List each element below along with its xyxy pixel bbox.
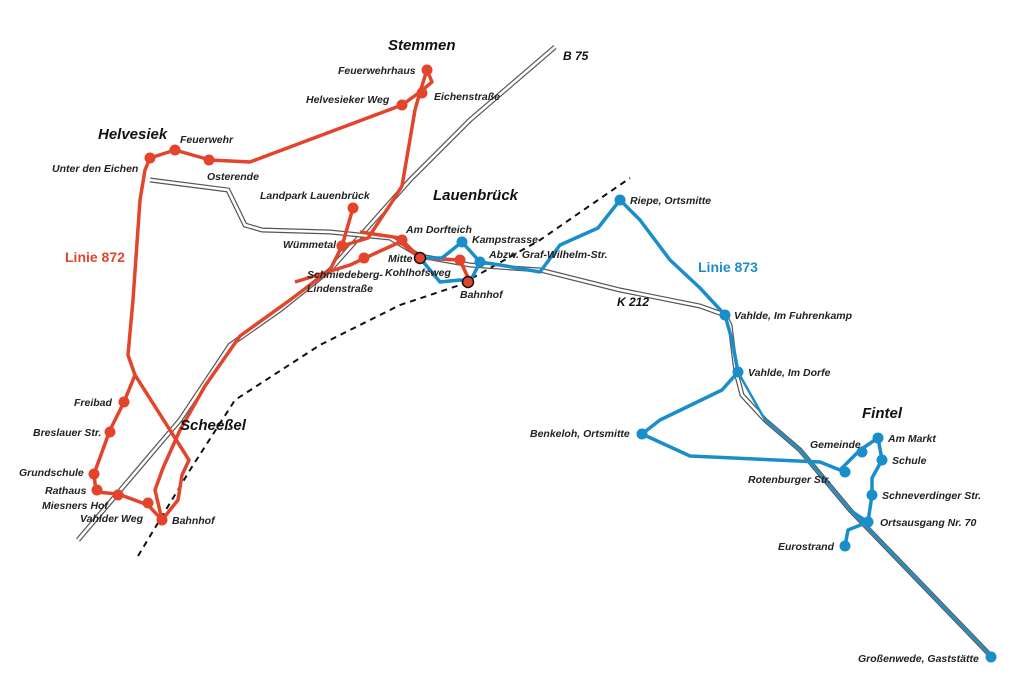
stop-bahnhof-scheessel[interactable] [156,514,168,526]
stop-eurostrand[interactable] [839,540,851,552]
stop-grundschule[interactable] [88,468,100,480]
stop-vahlder-weg[interactable] [142,497,154,509]
label-wuemmetal: Wümmetal [283,239,337,251]
label-landpark: Landpark Lauenbrück [260,190,371,202]
road-label-k212: K 212 [617,295,649,309]
label-feuerwehrhaus: Feuerwehrhaus [338,65,416,77]
stop-vahlde-dorfe[interactable] [732,366,744,378]
stop-riepe[interactable] [614,194,626,206]
stop-freibad[interactable] [118,396,130,408]
town-fintel: Fintel [862,405,903,422]
stop-abzw[interactable] [474,256,486,268]
label-gemeinde: Gemeinde [810,439,861,451]
stop-benkeloh[interactable] [636,428,648,440]
label-bahnhof-scheessel: Bahnhof [172,515,216,527]
label-am-markt: Am Markt [887,433,936,445]
stop-kohlhofsweg[interactable] [454,254,466,266]
stop-breslauer[interactable] [104,426,116,438]
label-ortsausgang: Ortsausgang Nr. 70 [880,517,976,529]
label-schneverdinger: Schneverdinger Str. [882,490,981,502]
label-miesners-hof: Miesners Hof [42,500,109,512]
stop-miesners-hof[interactable] [112,489,124,501]
stop-schneverdinger[interactable] [866,489,878,501]
label-riepe: Riepe, Ortsmitte [630,195,711,207]
label-feuerwehr: Feuerwehr [180,134,234,146]
label-grossenwede: Großenwede, Gaststätte [858,653,979,665]
stop-rathaus[interactable] [91,484,103,496]
stop-helvesieker-weg[interactable] [396,99,408,111]
label-vahlde-dorfe: Vahlde, Im Dorfe [748,367,831,379]
label-breslauer: Breslauer Str. [33,427,101,439]
road-label-b75: B 75 [563,49,589,63]
line-873-label: Linie 873 [698,259,758,275]
stop-am-markt[interactable] [872,432,884,444]
stop-mitte[interactable] [413,251,427,265]
stop-kampstrasse[interactable] [456,236,468,248]
label-am-dorfteich: Am Dorfteich [405,224,472,236]
label-unter-den-eichen: Unter den Eichen [52,163,138,175]
railway-line [137,177,631,557]
stop-unter-den-eichen[interactable] [144,152,156,164]
label-kohlhofsweg: Kohlhofsweg [385,267,451,279]
stop-gemeinde[interactable] [856,446,868,458]
stop-ortsausgang[interactable] [862,516,874,528]
stop-schmiedeberg[interactable] [358,252,370,264]
stop-bahnhof-lauenbrueck[interactable] [461,275,475,289]
town-stemmen: Stemmen [388,37,456,54]
label-grundschule: Grundschule [19,467,84,479]
label-benkeloh: Benkeloh, Ortsmitte [530,428,630,440]
town-lauenbrueck: Lauenbrück [433,187,519,204]
stop-landpark[interactable] [347,202,359,214]
town-helvesiek: Helvesiek [98,126,168,143]
label-bahnhof-lauenbrueck: Bahnhof [460,289,504,301]
label-vahlder-weg: Vahlder Weg [80,513,144,525]
stop-am-dorfteich[interactable] [396,234,408,246]
stop-vahlde-fuhrenkamp[interactable] [719,309,731,321]
label-rathaus: Rathaus [45,485,87,497]
label-osterende: Osterende [207,171,259,183]
stop-schule[interactable] [876,454,888,466]
label-kampstrasse: Kampstrasse [472,234,538,246]
label-eichenstrasse: Eichenstraße [434,91,500,103]
label-schmiedeberg: Schmiedeberg- [307,269,383,281]
stop-eichenstrasse[interactable] [416,87,428,99]
stop-osterende[interactable] [203,154,215,166]
label-mitte: Mitte [388,253,413,265]
label-vahlde-fuhrenkamp: Vahlde, Im Fuhrenkamp [734,310,853,322]
label-schule: Schule [892,455,927,467]
town-scheessel: Scheeßel [180,417,247,434]
stop-grossenwede[interactable] [985,651,997,663]
label-lindenstrasse: Lindenstraße [307,283,373,295]
stop-feuerwehr[interactable] [169,144,181,156]
label-abzw: Abzw. Graf-Wilhelm-Str. [488,249,608,261]
stop-wuemmetal[interactable] [336,240,348,252]
stop-rotenburger[interactable] [839,466,851,478]
stop-feuerwehrhaus[interactable] [421,64,433,76]
label-eurostrand: Eurostrand [778,541,835,553]
line-872-label: Linie 872 [65,249,125,265]
label-rotenburger: Rotenburger Str. [748,474,831,486]
label-freibad: Freibad [74,397,113,409]
label-helvesieker-weg: Helvesieker Weg [306,94,390,106]
